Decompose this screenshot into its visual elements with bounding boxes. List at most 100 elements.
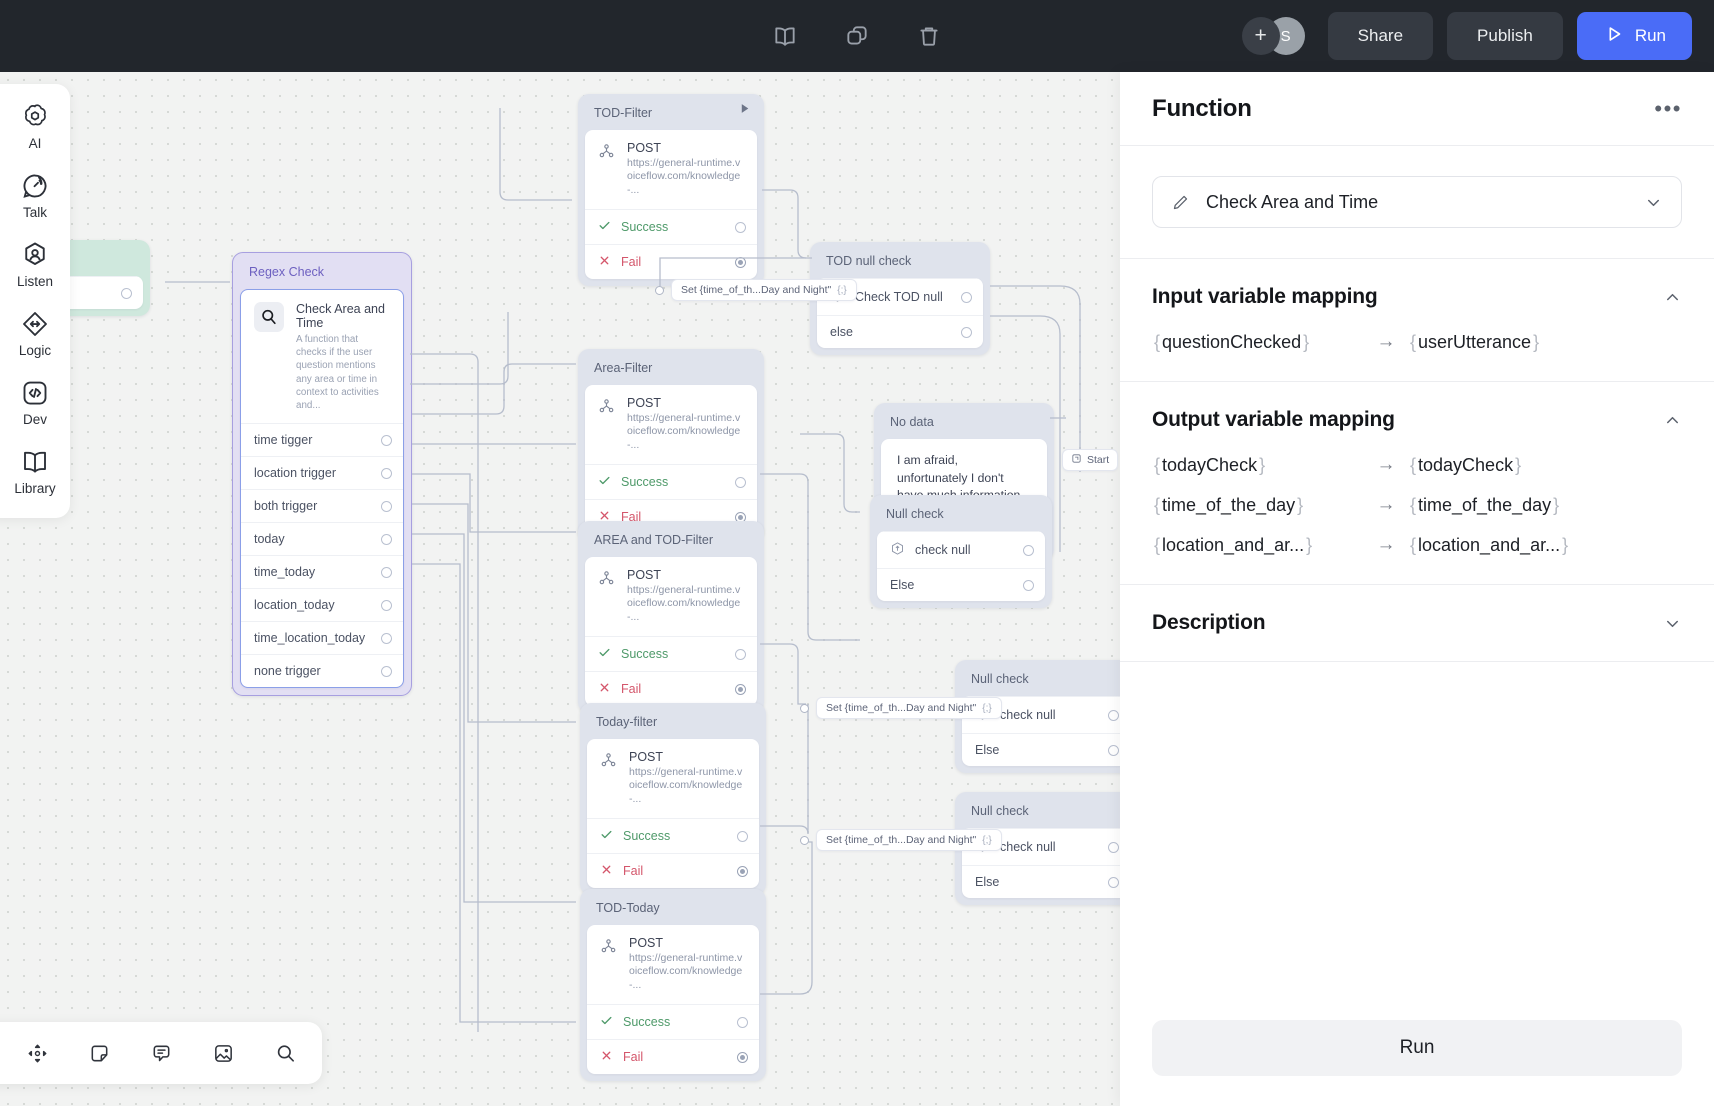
node-port-row[interactable]: location trigger (241, 456, 403, 489)
mapping-source[interactable]: { location_and_ar... } (1152, 535, 1364, 556)
search-icon[interactable] (266, 1034, 304, 1072)
port-handle[interactable] (381, 665, 392, 677)
node-port-else[interactable]: Else (877, 568, 1045, 601)
sidebar-item-ai[interactable]: AI (4, 102, 66, 151)
node-port-row[interactable]: time_today (241, 555, 403, 588)
mapping-target[interactable]: { time_of_the_day } (1408, 495, 1561, 516)
input-section-header[interactable]: Input variable mapping (1152, 285, 1682, 309)
function-select[interactable]: Check Area and Time (1152, 176, 1682, 228)
panel-run-button[interactable]: Run (1152, 1020, 1682, 1076)
run-button[interactable]: Run (1576, 12, 1692, 60)
port-handle[interactable] (381, 632, 392, 644)
flow-node-tod-filter[interactable]: TOD-Filter POST https://general-runtime.… (578, 94, 764, 287)
variable-mapping-row[interactable]: { questionChecked } → { userUtterance } (1152, 331, 1682, 353)
flow-node-tod-null-check[interactable]: TOD null check Check TOD null else (810, 242, 990, 355)
port-handle[interactable] (381, 434, 392, 446)
node-port-row[interactable]: both trigger (241, 489, 403, 522)
mapping-source[interactable]: { time_of_the_day } (1152, 495, 1364, 516)
comment-icon[interactable] (142, 1034, 180, 1072)
port-handle[interactable] (1023, 544, 1034, 556)
node-port-row[interactable]: today (241, 522, 403, 555)
chevron-up-icon[interactable] (1663, 288, 1682, 307)
port-handle[interactable] (961, 291, 972, 303)
mapping-target[interactable]: { location_and_ar... } (1408, 535, 1570, 556)
description-section-header[interactable]: Description (1152, 611, 1682, 635)
mapping-target[interactable]: { userUtterance } (1408, 332, 1541, 353)
node-port-row[interactable]: none trigger (241, 654, 403, 687)
flow-canvas[interactable]: ality quality Regex Check (0, 72, 1120, 1106)
node-port-row[interactable]: location_today (241, 588, 403, 621)
edge-chip[interactable]: Set {time_of_th...Day and Night" {;} (816, 829, 1002, 851)
flow-node-today-filter[interactable]: Today-filter POST https://general-runtim… (580, 703, 766, 896)
edge-label-set-time-2[interactable]: Set {time_of_th...Day and Night" {;} (800, 697, 1002, 719)
node-port-fail[interactable]: Fail (585, 244, 757, 279)
mapping-target[interactable]: { todayCheck } (1408, 455, 1523, 476)
port-handle[interactable] (1108, 841, 1119, 853)
sidebar-item-dev[interactable]: Dev (4, 378, 66, 427)
node-port-success[interactable]: Success (587, 818, 759, 853)
sidebar-item-library[interactable]: Library (4, 447, 66, 496)
node-port-success[interactable]: Success (585, 209, 757, 244)
node-port-else[interactable]: else (817, 315, 983, 348)
share-button[interactable]: Share (1327, 12, 1434, 60)
edge-port-dot[interactable] (800, 835, 809, 845)
node-port-fail[interactable]: Fail (585, 499, 757, 534)
port-handle[interactable] (381, 533, 392, 545)
port-handle[interactable] (737, 1016, 748, 1028)
flow-node-area-and-tod-filter[interactable]: AREA and TOD-Filter POST https://general… (578, 521, 764, 714)
sidebar-item-talk[interactable]: Talk (4, 171, 66, 220)
edge-port-dot[interactable] (655, 285, 664, 295)
port-handle[interactable] (1108, 744, 1119, 756)
node-port-else[interactable]: Else (962, 865, 1120, 898)
book-icon[interactable] (763, 14, 807, 58)
port-handle[interactable] (737, 1051, 748, 1063)
chevron-up-icon[interactable] (1663, 411, 1682, 430)
sidebar-item-logic[interactable]: Logic (4, 309, 66, 358)
note-icon[interactable] (80, 1034, 118, 1072)
mapping-source[interactable]: { todayCheck } (1152, 455, 1364, 476)
node-port-success[interactable]: Success (585, 464, 757, 499)
edge-chip[interactable]: Set {time_of_th...Day and Night" {;} (816, 697, 1002, 719)
port-handle[interactable] (735, 221, 746, 233)
port-handle[interactable] (961, 326, 972, 338)
flow-node-null-check-1[interactable]: Null check check null Else (870, 495, 1052, 608)
image-icon[interactable] (204, 1034, 242, 1072)
trash-icon[interactable] (907, 14, 951, 58)
port-handle[interactable] (737, 865, 748, 877)
port-handle[interactable] (381, 500, 392, 512)
port-handle[interactable] (1108, 709, 1119, 721)
edge-label-set-time-1[interactable]: Set {time_of_th...Day and Night" {;} (655, 279, 857, 301)
flow-node-area-filter[interactable]: Area-Filter POST https://general-runtime… (578, 349, 764, 542)
port-handle[interactable] (381, 566, 392, 578)
port-handle[interactable] (737, 830, 748, 842)
edge-chip[interactable]: Set {time_of_th...Day and Night" {;} (671, 279, 857, 301)
node-port-else[interactable]: Else (962, 733, 1120, 766)
variable-mapping-row[interactable]: { location_and_ar... } → { location_and_… (1152, 534, 1682, 556)
port-handle[interactable] (121, 287, 132, 299)
port-handle[interactable] (1023, 579, 1034, 591)
node-port-row[interactable]: time tigger (241, 423, 403, 456)
add-collaborator-button[interactable]: + (1241, 17, 1280, 55)
mapping-source[interactable]: { questionChecked } (1152, 332, 1364, 353)
start-chip[interactable]: Start (1062, 449, 1119, 471)
sidebar-item-listen[interactable]: Listen (4, 240, 66, 289)
flow-node-tod-today[interactable]: TOD-Today POST https://general-runtime.v… (580, 889, 766, 1082)
flow-node-regex-check[interactable]: Regex Check Check Area and Time A functi… (232, 252, 412, 697)
node-port-row[interactable]: time_location_today (241, 621, 403, 654)
port-handle[interactable] (735, 683, 746, 695)
copy-icon[interactable] (835, 14, 879, 58)
publish-button[interactable]: Publish (1447, 12, 1563, 60)
port-handle[interactable] (381, 467, 392, 479)
node-port-success[interactable]: Success (585, 636, 757, 671)
edge-label-set-time-3[interactable]: Set {time_of_th...Day and Night" {;} (800, 829, 1002, 851)
edge-port-dot[interactable] (800, 703, 809, 713)
port-handle[interactable] (735, 476, 746, 488)
node-port-condition[interactable]: check null (877, 531, 1045, 568)
node-port-fail[interactable]: Fail (587, 853, 759, 888)
port-handle[interactable] (1108, 876, 1119, 888)
node-port-success[interactable]: Success (587, 1004, 759, 1039)
port-handle[interactable] (381, 599, 392, 611)
node-port-fail[interactable]: Fail (585, 671, 757, 706)
chevron-down-icon[interactable] (1663, 614, 1682, 633)
port-handle[interactable] (735, 648, 746, 660)
